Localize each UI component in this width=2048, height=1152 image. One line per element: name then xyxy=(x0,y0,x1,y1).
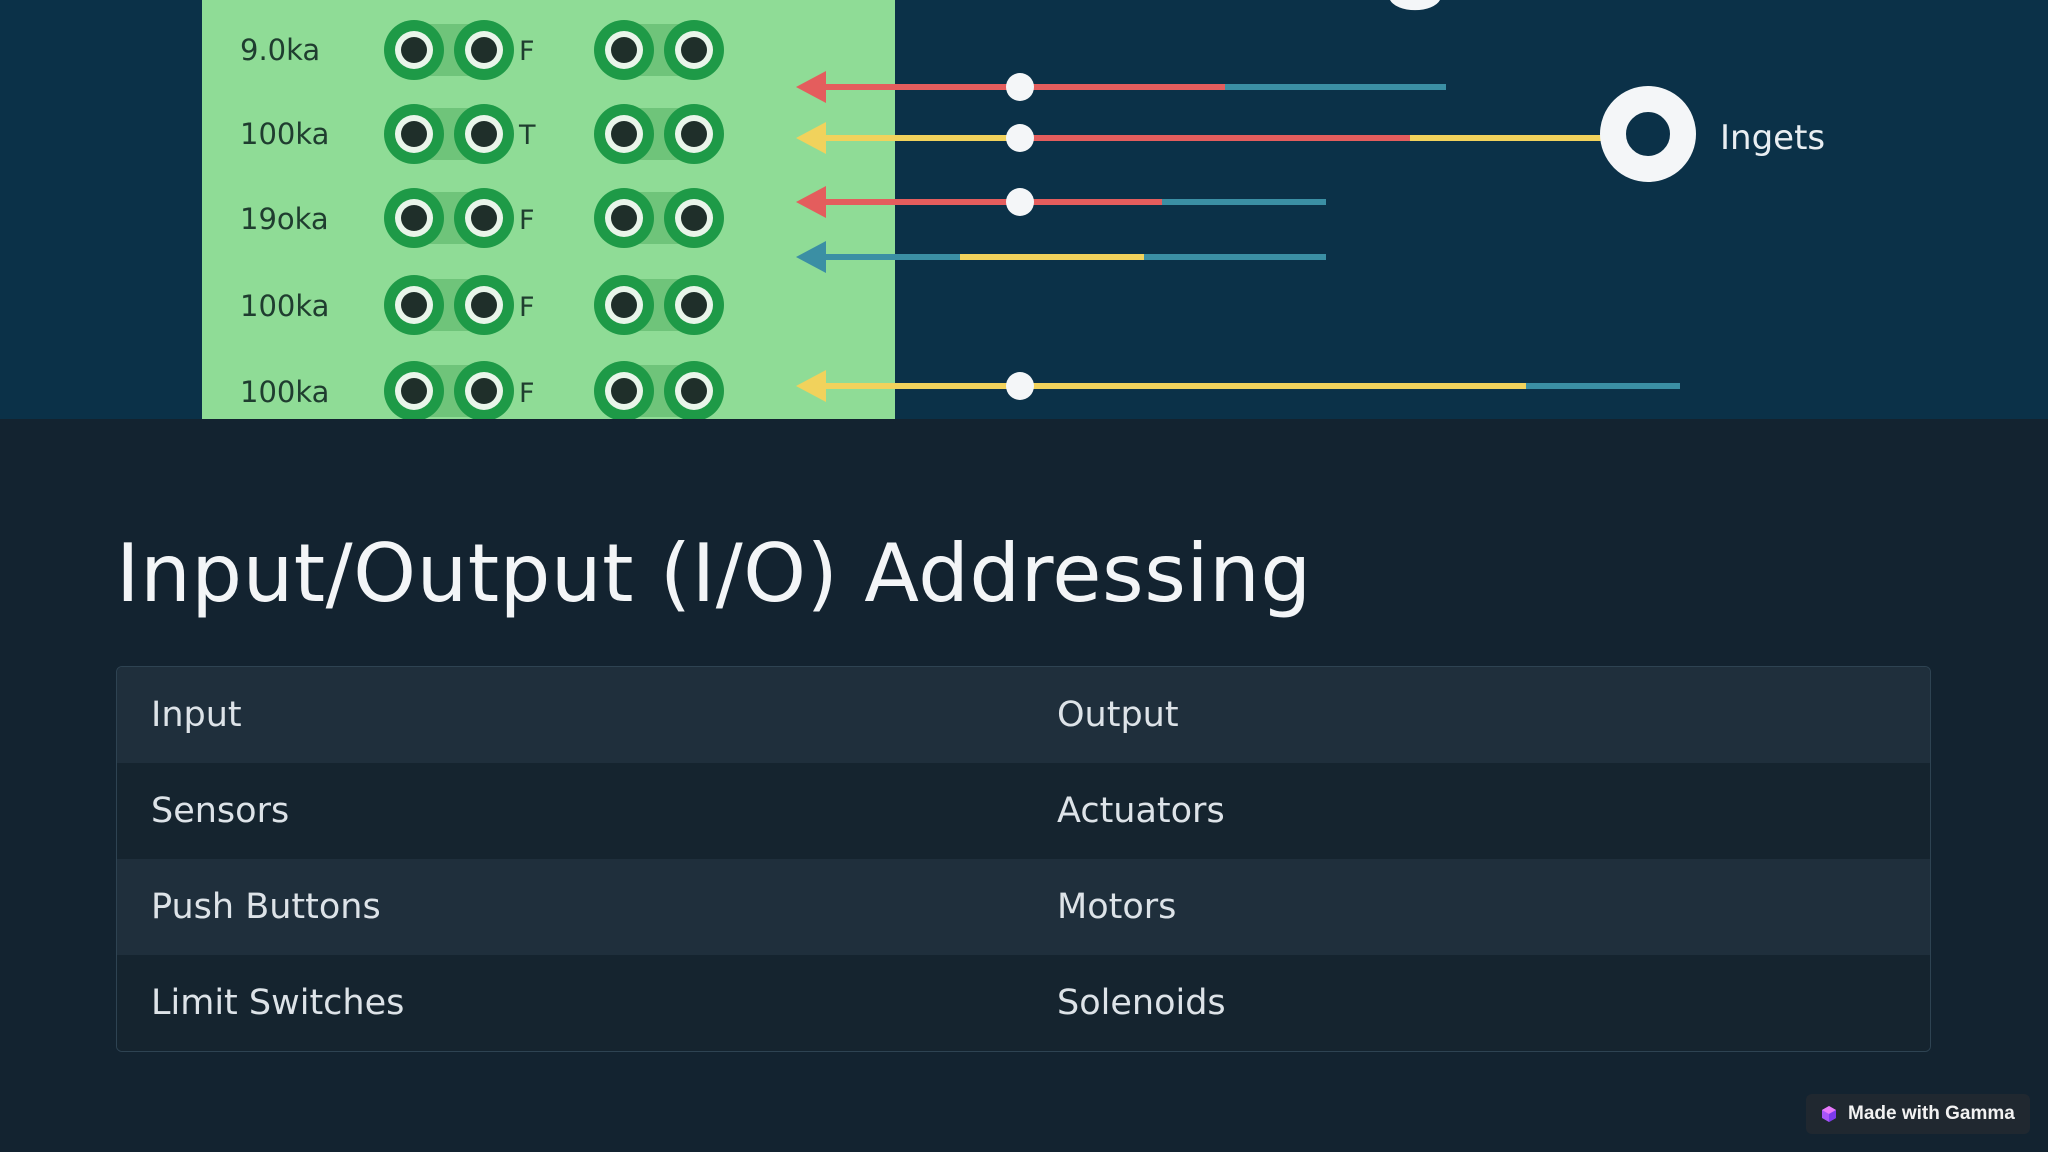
output-ring-icon xyxy=(1600,86,1696,182)
output-cell: Solenoids xyxy=(1057,983,1226,1023)
pin-hole xyxy=(611,378,637,404)
node-dot xyxy=(1006,73,1034,101)
pin-state-label: F xyxy=(519,36,535,67)
column-header-input: Input xyxy=(151,695,242,735)
pin-hole xyxy=(401,205,427,231)
input-cell: Push Buttons xyxy=(151,887,381,927)
pin-hole xyxy=(401,121,427,147)
table-row: Limit Switches Solenoids xyxy=(117,955,1930,1051)
pin-hole xyxy=(611,121,637,147)
pin-hole xyxy=(401,378,427,404)
pin-hole xyxy=(471,121,497,147)
pin-state-label: F xyxy=(519,378,535,409)
made-with-gamma-badge[interactable]: Made with Gamma xyxy=(1806,1094,2030,1134)
pin-hole xyxy=(681,37,707,63)
arrow-left-icon xyxy=(796,241,826,273)
pin-hole xyxy=(471,378,497,404)
table-row: Push Buttons Motors xyxy=(117,859,1930,955)
node-dot xyxy=(1006,124,1034,152)
ingets-label: Ingets xyxy=(1720,118,1825,158)
pin-hole xyxy=(681,121,707,147)
pcb-board xyxy=(202,0,895,419)
pin-state-label: F xyxy=(519,292,535,323)
partial-ring-icon xyxy=(1390,0,1440,11)
pin-hole xyxy=(681,378,707,404)
arrow-left-icon xyxy=(796,71,826,103)
io-table: Input Output Sensors Actuators Push Butt… xyxy=(116,666,1931,1052)
hero-image: 9.0ka 100ka 19oka 100ka 100ka F T F F F xyxy=(0,0,2048,419)
output-cell: Actuators xyxy=(1057,791,1225,831)
pin-row-label: 100ka xyxy=(240,375,329,409)
pin-hole xyxy=(611,205,637,231)
pin-row-label: 100ka xyxy=(240,289,329,323)
badge-label: Made with Gamma xyxy=(1848,1103,2015,1124)
pin-state-label: T xyxy=(518,120,536,151)
pin-row-label: 100ka xyxy=(240,117,329,151)
pin-pads xyxy=(384,20,724,419)
pin-hole xyxy=(471,37,497,63)
output-cell: Motors xyxy=(1057,887,1177,927)
input-cell: Limit Switches xyxy=(151,983,405,1023)
pin-hole xyxy=(611,292,637,318)
node-dot xyxy=(1006,188,1034,216)
table-row: Sensors Actuators xyxy=(117,763,1930,859)
pin-hole xyxy=(611,37,637,63)
node-dot xyxy=(1006,372,1034,400)
circuit-illustration: 9.0ka 100ka 19oka 100ka 100ka F T F F F xyxy=(202,0,1825,419)
pin-hole xyxy=(471,205,497,231)
pin-hole xyxy=(471,292,497,318)
arrow-left-icon xyxy=(796,122,826,154)
pin-state-label: F xyxy=(519,205,535,236)
pin-hole xyxy=(681,205,707,231)
input-cell: Sensors xyxy=(151,791,290,831)
page-title: Input/Output (I/O) Addressing xyxy=(116,527,1312,620)
signal-lines xyxy=(796,71,1696,402)
gamma-logo-icon xyxy=(1822,1106,1836,1122)
column-header-output: Output xyxy=(1057,695,1179,735)
pin-hole xyxy=(401,292,427,318)
arrow-left-icon xyxy=(796,370,826,402)
pin-row-label: 19oka xyxy=(240,202,329,236)
pin-hole xyxy=(681,292,707,318)
pin-hole xyxy=(401,37,427,63)
table-header-row: Input Output xyxy=(117,667,1930,763)
pin-row-label: 9.0ka xyxy=(240,33,320,67)
arrow-left-icon xyxy=(796,186,826,218)
